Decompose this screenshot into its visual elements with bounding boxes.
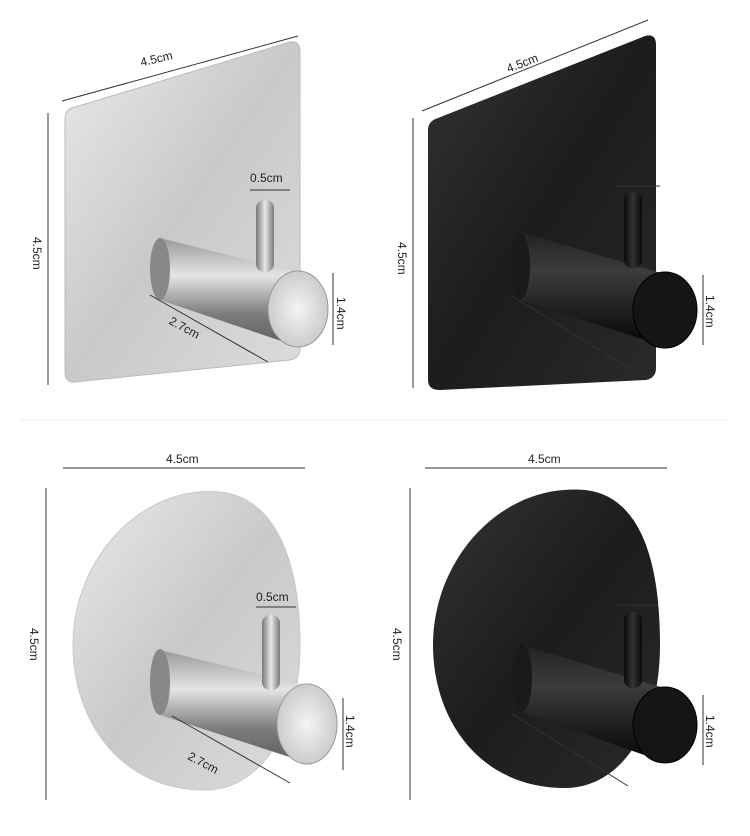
pin-label: 0.5cm bbox=[250, 171, 283, 185]
length-dimension-line bbox=[171, 715, 291, 784]
height-label: 4.5cm bbox=[30, 237, 44, 270]
pin-label: 0.5cm bbox=[618, 169, 651, 183]
height-label: 4.5cm bbox=[390, 628, 404, 661]
width-label: 4.5cm bbox=[528, 452, 561, 466]
length-dimension-line bbox=[149, 294, 269, 363]
width-label: 4.5cm bbox=[505, 51, 541, 76]
hook-pin bbox=[624, 192, 642, 268]
diameter-label: 1.4cm bbox=[703, 295, 717, 328]
hook-pin bbox=[262, 615, 280, 690]
hook-round-silver: 4.5cm 4.5cm 0.5cm 1.4cm 2.7cm bbox=[27, 452, 357, 800]
hook-end-cap bbox=[632, 271, 698, 349]
length-dimension-line bbox=[511, 713, 629, 787]
hook-square-silver: 4.5cm 4.5cm 0.5cm 1.4cm 2.7cm bbox=[30, 35, 348, 385]
pin-label: 0.5cm bbox=[256, 590, 289, 604]
hook-cylinder bbox=[520, 232, 664, 346]
hook-cylinder bbox=[522, 645, 664, 762]
width-dimension-line bbox=[61, 35, 299, 102]
hook-end-cap bbox=[276, 683, 338, 765]
pin-label: 0.5cm bbox=[616, 588, 649, 602]
diameter-label: 1.4cm bbox=[343, 715, 357, 748]
width-label: 4.5cm bbox=[166, 452, 199, 466]
hook-end-cap bbox=[632, 686, 698, 764]
hook-round-black: 4.5cm 4.5cm 0.5cm 1.4cm 2.7cm bbox=[390, 452, 717, 800]
hook-square-black: 4.5cm 4.5cm 0.5cm 1.4cm 2.7cm bbox=[395, 19, 717, 391]
diameter-label: 1.4cm bbox=[334, 297, 348, 330]
hook-end-cap bbox=[267, 270, 329, 348]
width-label: 4.5cm bbox=[139, 48, 174, 69]
diameter-label: 1.4cm bbox=[703, 715, 717, 748]
hook-pin bbox=[256, 200, 274, 272]
hook-pin bbox=[624, 612, 642, 688]
height-label: 4.5cm bbox=[395, 242, 409, 275]
height-label: 4.5cm bbox=[27, 628, 41, 661]
length-dimension-line bbox=[511, 295, 633, 371]
width-dimension-line bbox=[421, 19, 649, 112]
